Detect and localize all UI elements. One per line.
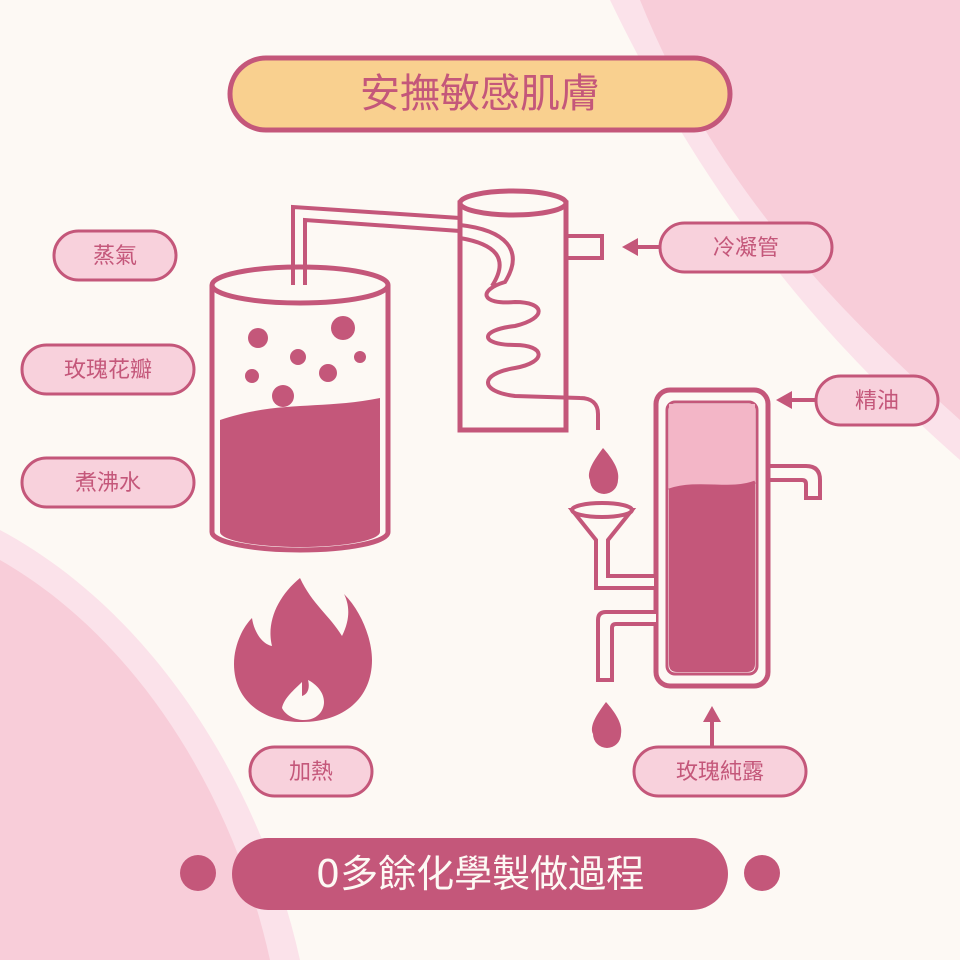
droplet [588, 448, 619, 494]
svg-text:蒸氣: 蒸氣 [93, 244, 137, 269]
dot-icon [180, 855, 216, 891]
title-text: 安撫敏感肌膚 [360, 71, 600, 117]
condenser [457, 188, 604, 433]
funnel [567, 501, 658, 590]
oil-layer [669, 404, 755, 490]
flask-liquid [220, 398, 380, 547]
svg-text:玫瑰花瓣: 玫瑰花瓣 [64, 358, 152, 383]
label-condenser: 冷凝管 [622, 221, 834, 274]
svg-text:精油: 精油 [855, 389, 899, 414]
label-essential-oil: 精油 [776, 374, 940, 427]
bubble [331, 316, 355, 340]
corner-blob-bottom-left [0, 560, 270, 960]
fire-icon [234, 578, 372, 722]
separator-vessel [653, 387, 822, 689]
svg-text:冷凝管: 冷凝管 [713, 236, 779, 261]
bubble [245, 369, 259, 383]
svg-text:加熱: 加熱 [289, 760, 333, 785]
bubble [290, 349, 306, 365]
bubble [319, 364, 337, 382]
svg-text:玫瑰純露: 玫瑰純露 [676, 760, 764, 785]
label-heating: 加熱 [248, 745, 374, 798]
flask-rim [209, 264, 391, 306]
label-steam: 蒸氣 [52, 229, 178, 282]
condenser-coil [459, 223, 600, 430]
dot-icon [744, 855, 780, 891]
title-banner: 安撫敏感肌膚 [227, 55, 733, 133]
svg-text:煮沸水: 煮沸水 [75, 471, 141, 496]
footer-text: 0多餘化學製做過程 [316, 852, 644, 896]
label-boiling-water: 煮沸水 [20, 456, 196, 509]
bottom-outlet-pipe [596, 610, 656, 682]
flask-outline [209, 285, 391, 553]
boiling-flask [209, 264, 391, 553]
condenser-rim [457, 188, 569, 218]
droplet [591, 702, 622, 748]
hydrosol-layer [669, 482, 755, 672]
vapor-tube [291, 204, 461, 285]
bubble [272, 385, 294, 407]
side-outlet-pipe [768, 464, 822, 500]
footer-banner: 0多餘化學製做過程 [180, 838, 780, 910]
bubble [354, 351, 366, 363]
label-petals: 玫瑰花瓣 [20, 343, 196, 396]
label-rose-hydrosol: 玫瑰純露 [632, 706, 808, 798]
bubble [248, 328, 268, 348]
condenser-outlet-pipe [566, 234, 604, 260]
